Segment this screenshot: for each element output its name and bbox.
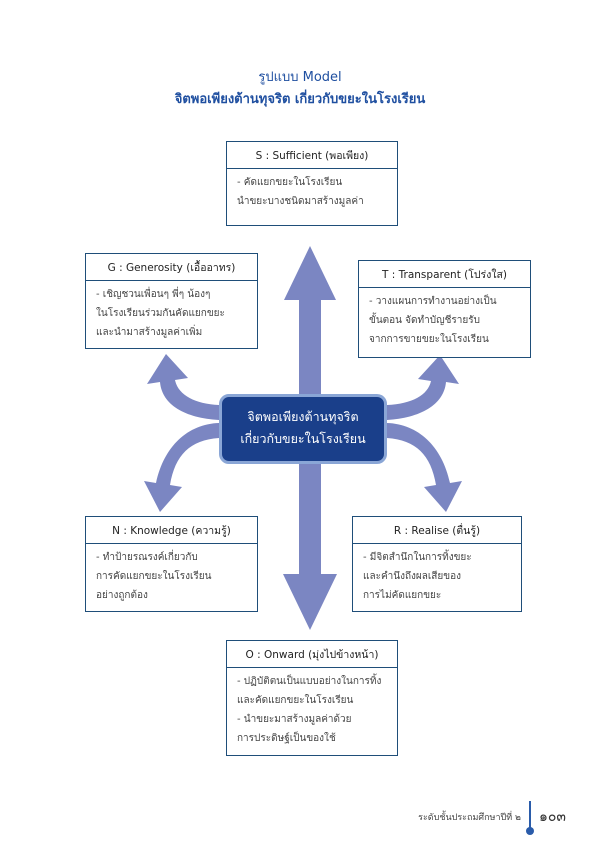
box-onward-header: O : Onward (มุ่งไปข้างหน้า) [227, 641, 397, 668]
box-line: ในโรงเรียนร่วมกันคัดแยกขยะ [96, 308, 225, 319]
box-line: - เชิญชวนเพื่อนๆ พี่ๆ น้องๆ [96, 289, 211, 300]
box-line: - ปฏิบัติตนเป็นแบบอย่างในการทิ้ง [237, 676, 382, 687]
box-realise-header: R : Realise (ตื่นรู้) [353, 517, 521, 544]
box-realise-body: - มีจิตสำนึกในการทิ้งขยะ และคำนึงถึงผลเส… [353, 544, 521, 609]
box-sufficient: S : Sufficient (พอเพียง) - คัดแยกขยะในโร… [226, 141, 398, 226]
box-line: และคำนึงถึงผลเสียของ [363, 571, 461, 582]
center-line-1: จิตพอเพียงต้านทุจริต [247, 409, 359, 424]
box-onward: O : Onward (มุ่งไปข้างหน้า) - ปฏิบัติตนเ… [226, 640, 398, 756]
box-knowledge-body: - ทำป้ายรณรงค์เกี่ยวกับ การคัดแยกขยะในโร… [86, 544, 257, 609]
box-onward-body: - ปฏิบัติตนเป็นแบบอย่างในการทิ้ง และคัดแ… [227, 668, 397, 752]
box-line: การไม่คัดแยกขยะ [363, 590, 442, 601]
box-line: นำขยะบางชนิดมาสร้างมูลค่า [237, 196, 364, 207]
arrow-curve-bottom-right [387, 423, 462, 512]
box-line: ขั้นตอน จัดทำบัญชีรายรับ [369, 315, 480, 326]
box-transparent: T : Transparent (โปร่งใส) - วางแผนการทำง… [358, 260, 531, 358]
box-line: จากการขายขยะในโรงเรียน [369, 334, 489, 345]
page-footer: ระดับชั้นประถมศึกษาปีที่ ๒ ๑๐๓ [418, 797, 566, 837]
diagram-title: จิตพอเพียงต้านทุจริต เกี่ยวกับขยะในโรงเร… [174, 92, 426, 107]
arrow-up [284, 246, 336, 394]
box-generosity-body: - เชิญชวนเพื่อนๆ พี่ๆ น้องๆ ในโรงเรียนร่… [86, 281, 257, 346]
box-knowledge-header: N : Knowledge (ความรู้) [86, 517, 257, 544]
center-line-2: เกี่ยวกับขยะในโรงเรียน [240, 431, 366, 446]
box-line: การคัดแยกขยะในโรงเรียน [96, 571, 212, 582]
footer-dot-icon [525, 827, 534, 835]
box-line: และนำมาสร้างมูลค่าเพิ่ม [96, 327, 203, 338]
arrow-curve-top-right [387, 355, 459, 420]
box-transparent-header: T : Transparent (โปร่งใส) [359, 261, 530, 288]
box-line: และคัดแยกขยะในโรงเรียน [237, 695, 354, 706]
footer-divider [525, 801, 534, 835]
diagram-subtitle: รูปแบบ Model [258, 70, 342, 85]
box-generosity: G : Generosity (เอื้ออาทร) - เชิญชวนเพื่… [85, 253, 258, 349]
box-line: - ทำป้ายรณรงค์เกี่ยวกับ [96, 552, 198, 563]
box-line: - คัดแยกขยะในโรงเรียน [237, 177, 343, 188]
box-line: อย่างถูกต้อง [96, 590, 148, 601]
box-transparent-body: - วางแผนการทำงานอย่างเป็น ขั้นตอน จัดทำบ… [359, 288, 530, 353]
arrow-curve-top-left [147, 354, 219, 420]
page-number: ๑๐๓ [538, 809, 566, 825]
box-generosity-header: G : Generosity (เอื้ออาทร) [86, 254, 257, 281]
center-concept: จิตพอเพียงต้านทุจริต เกี่ยวกับขยะในโรงเร… [219, 394, 387, 464]
box-line: - นำขยะมาสร้างมูลค่าด้วย [237, 714, 352, 725]
box-line: - วางแผนการทำงานอย่างเป็น [369, 296, 497, 307]
box-realise: R : Realise (ตื่นรู้) - มีจิตสำนึกในการท… [352, 516, 522, 612]
box-knowledge: N : Knowledge (ความรู้) - ทำป้ายรณรงค์เก… [85, 516, 258, 612]
box-line: - มีจิตสำนึกในการทิ้งขยะ [363, 552, 472, 563]
arrow-curve-bottom-left [144, 423, 219, 512]
box-sufficient-header: S : Sufficient (พอเพียง) [227, 142, 397, 169]
box-sufficient-body: - คัดแยกขยะในโรงเรียน นำขยะบางชนิดมาสร้า… [227, 169, 397, 215]
footer-grade-label: ระดับชั้นประถมศึกษาปีที่ ๒ [418, 813, 521, 823]
box-line: การประดิษฐ์เป็นของใช้ [237, 733, 336, 744]
arrow-down [283, 464, 337, 630]
